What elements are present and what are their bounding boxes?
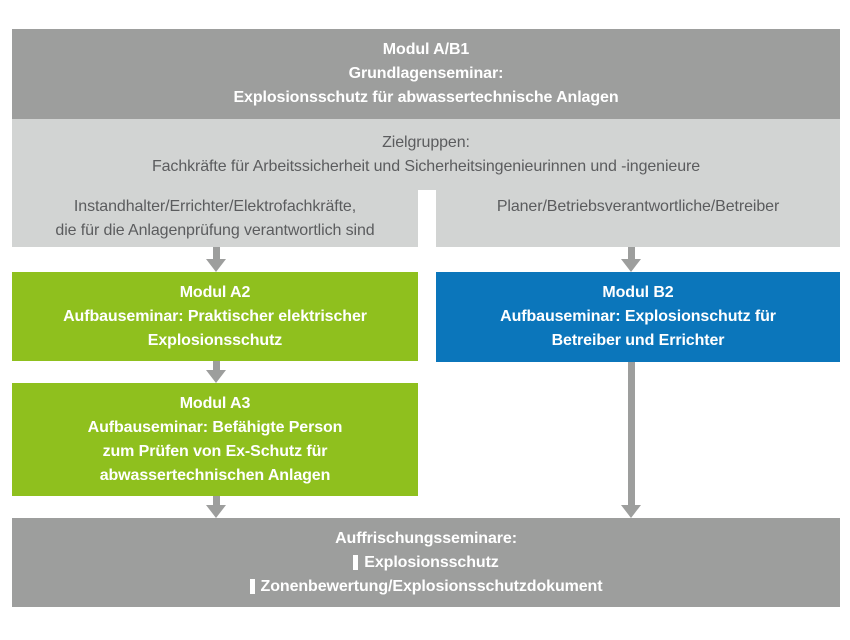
module-a3-description-line3: abwassertechnischen Anlagen	[99, 466, 331, 484]
module-b2-description-line2: Betreiber und Errichter	[551, 332, 725, 349]
module-a2-title: Modul A2	[179, 283, 251, 301]
module-b2-description-line1: Aufbauseminar: Explosionschutz für	[500, 308, 776, 325]
module-a3-description-line1: Aufbauseminar: Befähigte Person	[87, 418, 343, 436]
down-arrow-a2-to-a3	[206, 361, 226, 383]
arrow-shaft	[212, 496, 220, 505]
down-arrow-a3-to-refresher	[206, 496, 226, 518]
module-a3-description-line2: zum Prüfen von Ex-Schutz für	[102, 442, 328, 460]
arrow-shaft	[627, 362, 635, 505]
arrow-shaft	[212, 361, 220, 370]
module-ab1-subtitle: Grundlagenseminar:	[348, 65, 504, 82]
module-a2-description-line2: Explosionsschutz	[147, 331, 283, 349]
left-branch-audience-line2: die für die Anlagenprüfung verantwortlic…	[55, 221, 375, 239]
module-a3-title: Modul A3	[179, 394, 251, 412]
right-branch-audience-line1: Planer/Betriebsverantwortliche/Betreiber	[496, 198, 780, 215]
refresher-box: Auffrischungsseminare: Explosionsschutz …	[12, 518, 840, 607]
module-a2-box: Modul A2 Aufbauseminar: Praktischer elek…	[12, 272, 418, 361]
module-ab1-title: Modul A/B1	[382, 41, 470, 58]
module-ab1-description: Explosionsschutz für abwassertechnische …	[233, 89, 619, 106]
down-arrow-b2-to-refresher	[621, 362, 641, 518]
down-arrow-right-to-b2	[621, 247, 641, 272]
module-a3-box: Modul A3 Aufbauseminar: Befähigte Person…	[12, 383, 418, 496]
arrow-head-icon	[621, 505, 641, 518]
refresher-title: Auffrischungsseminare:	[335, 529, 517, 547]
module-ab1-box: Modul A/B1 Grundlagenseminar: Explosions…	[12, 29, 840, 119]
target-groups-box: Zielgruppen: Fachkräfte für Arbeitssiche…	[12, 119, 840, 190]
refresher-item: Zonenbewertung/Explosionsschutzdokument	[249, 575, 603, 599]
bullet-bar-icon	[249, 579, 255, 594]
right-branch-audience-box: Planer/Betriebsverantwortliche/Betreiber	[436, 190, 840, 247]
arrow-head-icon	[621, 259, 641, 272]
arrow-head-icon	[206, 370, 226, 383]
module-b2-title: Modul B2	[602, 284, 674, 301]
refresher-item-label: Explosionsschutz	[364, 553, 499, 571]
left-branch-audience-box: Instandhalter/Errichter/Elektrofachkräft…	[12, 190, 418, 247]
module-b2-box: Modul B2 Aufbauseminar: Explosionschutz …	[436, 272, 840, 362]
left-branch-audience-line1: Instandhalter/Errichter/Elektrofachkräft…	[73, 197, 357, 215]
arrow-head-icon	[206, 259, 226, 272]
down-arrow-left-to-a2	[206, 247, 226, 272]
target-groups-label: Zielgruppen:	[382, 133, 470, 151]
arrow-shaft	[212, 247, 220, 259]
arrow-head-icon	[206, 505, 226, 518]
target-groups-text: Fachkräfte für Arbeitssicherheit und Sic…	[151, 157, 701, 175]
arrow-shaft	[627, 247, 635, 259]
bullet-bar-icon	[353, 555, 359, 570]
refresher-item-label: Zonenbewertung/Explosionsschutzdokument	[260, 577, 603, 595]
refresher-item: Explosionsschutz	[353, 551, 499, 575]
module-a2-description-line1: Aufbauseminar: Praktischer elektrischer	[63, 307, 367, 325]
